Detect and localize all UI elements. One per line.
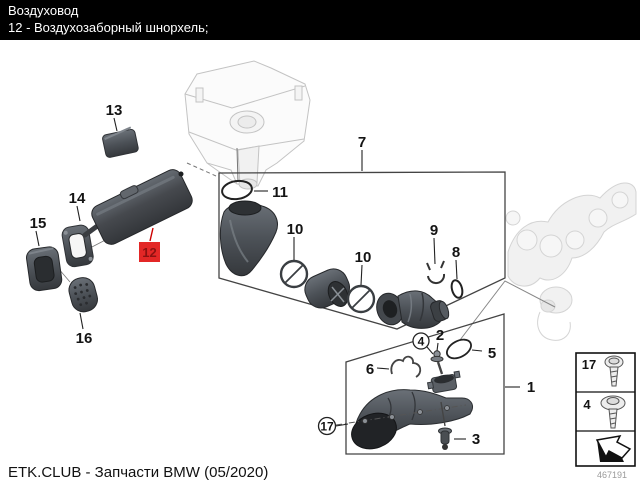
callout-2[interactable]: 2 bbox=[436, 327, 444, 344]
callout-12-highlighted[interactable]: 12 bbox=[139, 227, 160, 262]
part-filter-inlet-boot bbox=[219, 200, 278, 277]
part-16-grille bbox=[68, 277, 98, 313]
washer-screw-icon bbox=[600, 395, 626, 429]
legend-num-17: 17 bbox=[582, 357, 596, 372]
part-3-sensor bbox=[438, 401, 452, 450]
part-15-intake-duct bbox=[26, 246, 63, 292]
part-5-gasket bbox=[446, 338, 472, 360]
legend-box: 17 4 bbox=[575, 352, 636, 467]
callout-3[interactable]: 3 bbox=[472, 431, 480, 448]
part-13-foam-pad bbox=[102, 126, 139, 158]
callout-12-label: 12 bbox=[142, 245, 156, 260]
callout-6[interactable]: 6 bbox=[366, 361, 374, 378]
callout-17-label: 17 bbox=[320, 420, 334, 434]
part-8-o-ring bbox=[450, 279, 464, 299]
part-10b-hose-clamp bbox=[346, 284, 376, 314]
callout-1[interactable]: 1 bbox=[527, 379, 535, 396]
ghost-engine-turbo bbox=[505, 182, 637, 341]
callout-13[interactable]: 13 bbox=[106, 102, 123, 119]
callout-10a[interactable]: 10 bbox=[287, 221, 304, 238]
footer-source-text: ETK.CLUB - Запчасти BMW (05/2020) bbox=[8, 464, 269, 481]
part-2-screw bbox=[430, 350, 444, 375]
callout-14[interactable]: 14 bbox=[69, 190, 86, 207]
callout-4-label: 4 bbox=[418, 335, 425, 349]
part-1-intake-elbow bbox=[351, 370, 473, 450]
diagram-number: 467191 bbox=[597, 470, 627, 480]
header-bar: Воздуховод 12 - Воздухозаборный шнорхель… bbox=[0, 0, 640, 40]
part-9-spring-clamp bbox=[426, 260, 446, 285]
callout-10b[interactable]: 10 bbox=[355, 249, 372, 266]
part-10a-hose-clamp bbox=[279, 259, 309, 289]
assembly-lines bbox=[57, 147, 556, 341]
callout-11[interactable]: 11 bbox=[272, 184, 288, 201]
page-title: Воздуховод bbox=[8, 3, 79, 18]
ghost-air-filter-housing bbox=[184, 60, 311, 190]
callout-7[interactable]: 7 bbox=[358, 134, 366, 151]
callout-16[interactable]: 16 bbox=[76, 330, 93, 347]
part-resonator-sleeve bbox=[304, 268, 351, 309]
callout-4-circled[interactable]: 4 bbox=[412, 332, 430, 350]
callout-5[interactable]: 5 bbox=[488, 345, 496, 362]
callout-leader-lines bbox=[35, 117, 520, 440]
assembly-group-box-7 bbox=[218, 171, 506, 330]
part-11-o-ring bbox=[221, 179, 253, 201]
part-12-intake-snorkel bbox=[82, 169, 193, 245]
part-6-spring-clamp bbox=[390, 355, 422, 378]
part-17-flange-screws bbox=[335, 404, 467, 426]
callout-17-circled[interactable]: 17 bbox=[317, 416, 337, 436]
part-turbo-elbow bbox=[376, 290, 450, 329]
screw-icon bbox=[604, 355, 624, 387]
callout-9[interactable]: 9 bbox=[430, 222, 438, 239]
assembly-group-box-1 bbox=[345, 313, 505, 455]
callout-15[interactable]: 15 bbox=[30, 215, 47, 232]
callout-8[interactable]: 8 bbox=[452, 244, 460, 261]
selected-part-subtitle: 12 - Воздухозаборный шнорхель; bbox=[8, 20, 209, 35]
assembly-direction-arrow-icon bbox=[595, 435, 632, 462]
legend-num-4: 4 bbox=[583, 397, 591, 412]
